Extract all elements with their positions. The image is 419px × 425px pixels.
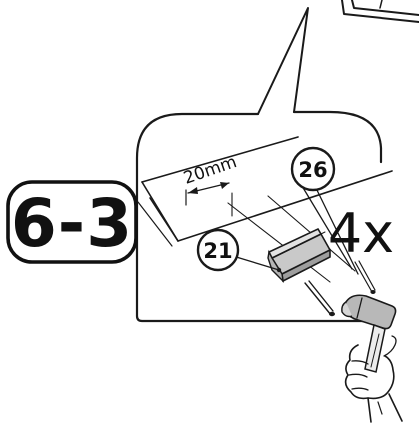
step-number: 6-3 (11, 185, 133, 262)
dimension-label: 20mm (181, 152, 239, 189)
dimension-arrow (185, 182, 230, 206)
detail-callout (135, 110, 383, 323)
nail-icon (304, 260, 376, 317)
part-number-26: 26 (298, 158, 327, 182)
part-number-21: 21 (203, 239, 232, 263)
callout-pointer (257, 7, 309, 115)
quantity-label: 4x (328, 202, 394, 265)
hammer-icon (341, 294, 397, 373)
bracket-icon (267, 227, 332, 283)
cabinet-corner-illustration (341, 0, 419, 23)
part-callout-21: 21 (196, 228, 240, 272)
step-badge: 6-3 (6, 180, 138, 264)
part-leader-lines (232, 183, 359, 275)
part-callout-26: 26 (290, 146, 336, 192)
hand-illustration (344, 335, 403, 423)
